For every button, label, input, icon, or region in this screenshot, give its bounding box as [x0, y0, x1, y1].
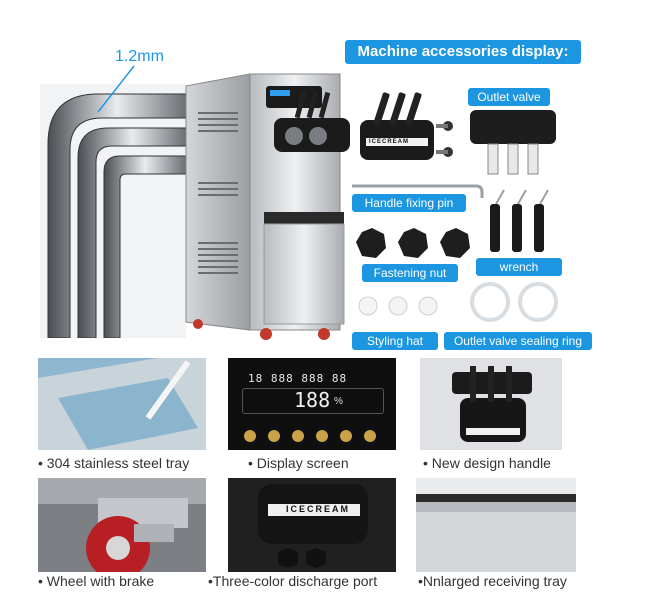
discharge-port-photo: ICECREAM	[228, 478, 396, 572]
stainless-tray-photo	[38, 358, 206, 450]
sealing-rings-image	[466, 280, 566, 324]
outlet-valve-image	[466, 108, 562, 180]
dispenser-brand-label: ICECREAM	[369, 139, 410, 145]
label-fastening-nut: Fastening nut	[362, 264, 458, 282]
caption-stainless-tray: • 304 stainless steel tray	[38, 455, 190, 471]
caption-wheel: • Wheel with brake	[38, 573, 155, 589]
thickness-label: 1.2mm	[115, 48, 164, 65]
label-wrench: wrench	[476, 258, 562, 276]
steel-thickness-image	[40, 84, 186, 338]
wrench-image	[484, 186, 564, 258]
caption-receiving-tray: •Nnlarged receiving tray	[418, 573, 567, 589]
dispenser-head-image	[356, 86, 466, 166]
wheel-photo	[38, 478, 206, 572]
accessories-heading: Machine accessories display:	[345, 40, 581, 64]
handle-photo	[420, 358, 562, 450]
caption-discharge-port: •Three-color discharge port	[208, 573, 378, 589]
label-outlet-valve: Outlet valve	[468, 88, 550, 106]
display-big-digits: 188	[294, 388, 331, 412]
display-panel	[242, 388, 384, 414]
discharge-brand-label: ICECREAM	[286, 504, 351, 514]
fastening-nuts-image	[352, 224, 476, 264]
caption-handle: • New design handle	[423, 455, 551, 471]
label-handle-fixing-pin: Handle fixing pin	[352, 194, 466, 212]
thickness-pointer	[96, 64, 136, 114]
receiving-tray-photo	[416, 478, 576, 572]
handle-fixing-pin-image	[350, 182, 486, 198]
display-digits-row: 18 888 888 88	[248, 372, 348, 385]
display-buttons-row	[240, 428, 386, 444]
display-unit: %	[334, 396, 343, 407]
label-sealing-ring: Outlet valve sealing ring	[444, 332, 592, 350]
display-screen-photo: 18 888 888 88 188 %	[228, 358, 396, 450]
label-styling-hat: Styling hat	[352, 332, 438, 350]
styling-hats-image	[354, 292, 444, 322]
caption-display-screen: • Display screen	[248, 455, 349, 471]
ice-cream-machine-image	[184, 72, 354, 342]
